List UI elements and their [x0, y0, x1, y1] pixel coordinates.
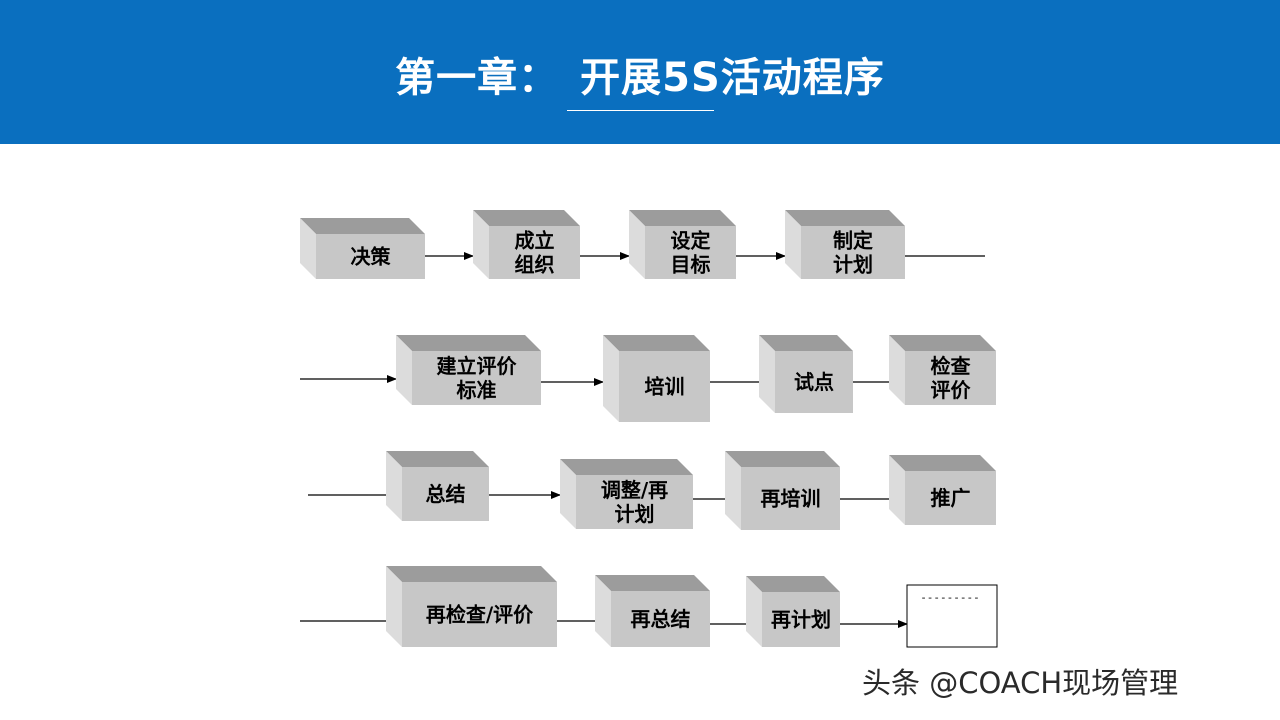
box-top-face [473, 210, 580, 226]
flow-step-label: 决策 [351, 245, 392, 269]
box-top-face [759, 335, 853, 351]
box-side-face [603, 335, 619, 422]
flow-step-11: 再培训 [725, 451, 840, 530]
flow-step-label: 培训 [645, 375, 685, 399]
box-side-face [396, 335, 412, 405]
box-front-face [905, 351, 996, 405]
flow-step-label: 再计划 [771, 608, 831, 632]
flow-step-label: 成立 [515, 229, 555, 253]
box-side-face [386, 451, 402, 521]
final-step-box: --------- [906, 584, 998, 648]
box-top-face [785, 210, 905, 226]
box-side-face [629, 210, 645, 279]
flow-step-label: 标准 [457, 378, 497, 402]
box-front-face [611, 591, 710, 647]
flow-step-label: 总结 [426, 482, 466, 506]
flow-step-12: 推广 [889, 455, 996, 525]
flow-step-label: 检查 [931, 354, 971, 378]
flow-step-label: 计划 [833, 253, 873, 277]
box-front-face [645, 226, 736, 279]
box-top-face [595, 575, 710, 591]
flow-step-label: 再培训 [761, 487, 821, 511]
flow-step-15: 再计划 [746, 576, 840, 647]
box-front-face [576, 475, 693, 529]
box-side-face [746, 576, 762, 647]
box-side-face [386, 566, 402, 647]
box-front-face [741, 467, 840, 530]
box-side-face [595, 575, 611, 647]
box-side-face [785, 210, 801, 279]
page-title: 第一章： 开展5S活动程序 [395, 55, 885, 101]
box-side-face [560, 459, 576, 529]
flow-step-9: 总结 [386, 451, 489, 521]
box-top-face [396, 335, 541, 351]
box-top-face [629, 210, 736, 226]
title-underline [567, 110, 714, 111]
box-front-face [316, 234, 425, 279]
box-side-face [759, 335, 775, 413]
box-side-face [889, 455, 905, 525]
flow-step-label: 试点 [794, 370, 834, 394]
flow-step-label: 建立评价 [437, 354, 518, 378]
box-front-face [619, 351, 710, 422]
flow-step-7: 试点 [759, 335, 853, 413]
box-top-face [889, 335, 996, 351]
title-banner [0, 0, 1280, 144]
box-front-face [412, 351, 541, 405]
box-front-face [762, 592, 840, 647]
box-front-face [905, 471, 996, 525]
flow-step-label: 目标 [671, 253, 711, 277]
flow-step-1: 决策 [300, 218, 425, 279]
box-side-face [300, 218, 316, 279]
flow-step-10: 调整/再计划 [560, 459, 693, 529]
box-top-face [746, 576, 840, 592]
flow-step-label: 再检查/评价 [426, 603, 534, 627]
box-front-face [489, 226, 580, 279]
box-top-face [300, 218, 425, 234]
flow-step-6: 培训 [603, 335, 710, 422]
box-top-face [560, 459, 693, 475]
flow-step-13: 再检查/评价 [386, 566, 557, 647]
box-front-face [402, 467, 489, 521]
flow-step-14: 再总结 [595, 575, 710, 647]
box-side-face [725, 451, 741, 530]
box-top-face [386, 451, 489, 467]
box-top-face [386, 566, 557, 582]
final-step-placeholder: --------- [920, 591, 980, 604]
flow-step-label: 制定 [833, 229, 873, 253]
flow-step-label: 调整/再 [601, 478, 668, 502]
box-top-face [889, 455, 996, 471]
box-side-face [473, 210, 489, 279]
flow-step-label: 评价 [931, 378, 972, 402]
box-top-face [603, 335, 710, 351]
flow-step-label: 设定 [671, 229, 711, 253]
box-front-face [402, 582, 557, 647]
flow-step-label: 再总结 [631, 607, 691, 631]
watermark: 头条 @COACH现场管理 [862, 666, 1179, 700]
box-front-face [775, 351, 853, 413]
box-layer: 决策成立组织设定目标制定计划建立评价标准培训试点检查评价总结调整/再计划再培训推… [300, 210, 996, 647]
box-side-face [889, 335, 905, 405]
flow-step-label: 推广 [931, 486, 971, 510]
box-top-face [725, 451, 840, 467]
flow-step-label: 组织 [515, 253, 555, 277]
box-front-face [801, 226, 905, 279]
flow-step-label: 计划 [615, 502, 655, 526]
